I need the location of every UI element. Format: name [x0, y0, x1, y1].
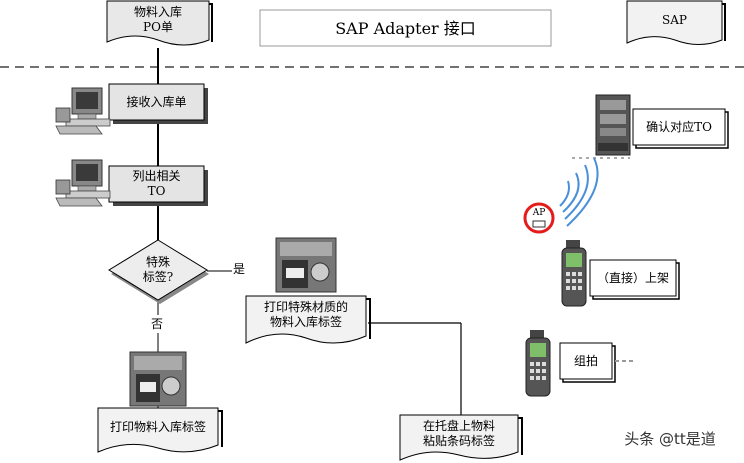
document-shape-sap: [626, 0, 726, 45]
process-box-build-pallet: [559, 342, 616, 383]
document-shape-pallet-label: [399, 414, 523, 461]
process-box-receive: [108, 83, 208, 124]
build-pallet-label: 组拍: [573, 353, 598, 368]
process-box-putaway: [589, 259, 680, 300]
computer-icon: [55, 159, 111, 207]
print-normal-label: 打印物料入库标签: [109, 419, 206, 434]
decision-label: 特殊 标签?: [142, 255, 174, 284]
source-document-label: 物料入库 PO单: [133, 5, 182, 34]
process-box-list-to: [108, 165, 208, 206]
wifi-signal-icon: [559, 157, 599, 227]
document-shape-po: [106, 0, 213, 46]
access-point-label: AP: [532, 207, 546, 218]
server-icon: [595, 94, 631, 156]
pallet-label: 在托盘上物料 粘贴条码标签: [422, 419, 495, 448]
decision-yes-label: 是: [232, 261, 245, 276]
computer-icon: [55, 87, 111, 135]
confirm-to-label: 确认对应TO: [646, 119, 712, 134]
list-to-step-label: 列出相关 TO: [132, 169, 181, 198]
putaway-label: （直接）上架: [596, 270, 669, 285]
watermark: 头条 @tt是道: [624, 429, 716, 448]
receive-step-label: 接收入库单: [126, 94, 187, 109]
access-point-icon: [523, 202, 555, 234]
decision-no-label: 否: [148, 315, 166, 333]
label-printer-icon: [275, 237, 337, 293]
label-printer-icon: [129, 351, 187, 407]
print-special-label: 打印特殊材质的 物料入库标签: [263, 300, 348, 329]
handheld-scanner-icon: [561, 240, 587, 307]
page-title: SAP Adapter 接口: [335, 18, 476, 38]
document-shape-special-label: [245, 295, 371, 344]
title-box: [259, 9, 552, 47]
document-shape-normal-label: [97, 407, 223, 453]
handheld-scanner-icon: [525, 330, 551, 397]
decision-diamond: [108, 239, 209, 304]
sap-document-label: SAP: [662, 12, 687, 27]
process-box-confirm-to: [632, 108, 729, 149]
